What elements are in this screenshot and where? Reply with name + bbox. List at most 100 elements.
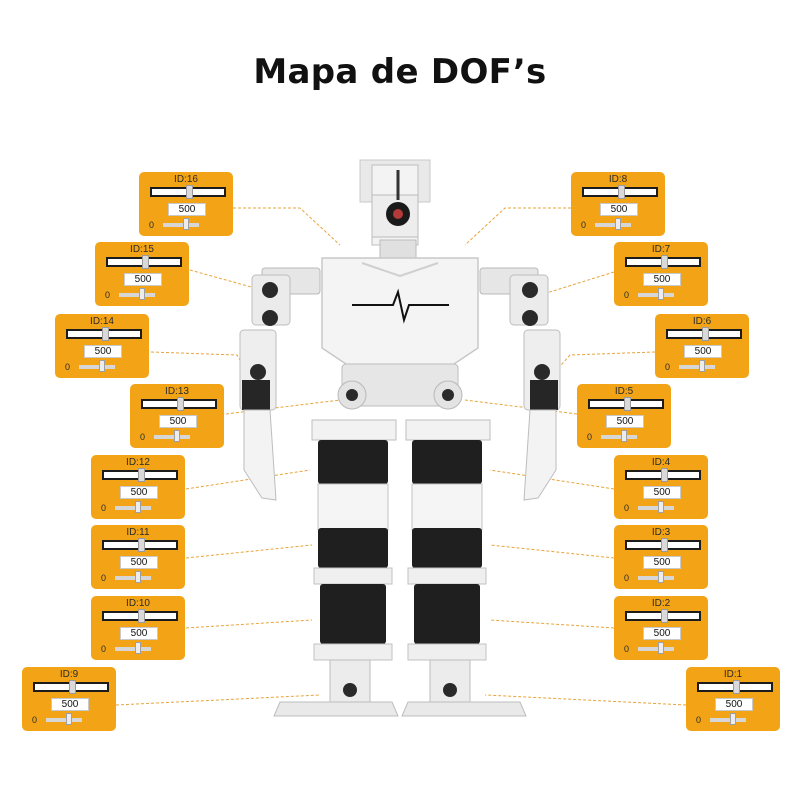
slider-handle[interactable] [177, 397, 184, 411]
mini-slider[interactable] [119, 293, 155, 297]
min-label: 0 [624, 503, 630, 513]
slider-handle[interactable] [142, 255, 149, 269]
mini-slider-handle[interactable] [183, 218, 189, 230]
leader-3 [489, 544, 615, 559]
min-label: 0 [140, 432, 146, 442]
slider-handle[interactable] [661, 255, 668, 269]
mini-slider[interactable] [679, 365, 715, 369]
value-field[interactable]: 500 [684, 345, 722, 358]
value-field[interactable]: 500 [643, 556, 681, 569]
leader-4 [489, 469, 615, 490]
mini-slider[interactable] [163, 223, 199, 227]
servo-panel-16: ID:16 500 0 [139, 172, 233, 236]
mini-slider-handle[interactable] [615, 218, 621, 230]
mini-slider[interactable] [115, 576, 151, 580]
mini-slider[interactable] [595, 223, 631, 227]
value-field[interactable]: 500 [606, 415, 644, 428]
servo-id: ID:8 [608, 174, 628, 185]
mini-slider[interactable] [115, 506, 151, 510]
min-label: 0 [32, 715, 38, 725]
robot-head [359, 159, 431, 259]
mini-slider[interactable] [638, 647, 674, 651]
value-field[interactable]: 500 [600, 203, 638, 216]
slider-handle[interactable] [138, 609, 145, 623]
min-label: 0 [149, 220, 155, 230]
mini-slider[interactable] [601, 435, 637, 439]
value-field[interactable]: 500 [84, 345, 122, 358]
mini-slider[interactable] [46, 718, 82, 722]
min-label: 0 [624, 644, 630, 654]
min-label: 0 [101, 644, 107, 654]
mini-slider-handle[interactable] [135, 642, 141, 654]
value-field[interactable]: 500 [643, 273, 681, 286]
slider-handle[interactable] [702, 327, 709, 341]
servo-panel-9: ID:9 500 0 [22, 667, 116, 731]
slider-handle[interactable] [102, 327, 109, 341]
slider-handle[interactable] [69, 680, 76, 694]
leader-14 [150, 351, 248, 373]
servo-panel-13: ID:13 500 0 [130, 384, 224, 448]
robot-arm-left [239, 267, 321, 501]
servo-id: ID:15 [130, 244, 154, 255]
leader-15 [189, 269, 263, 291]
leader-6 [554, 351, 656, 373]
leader-10 [185, 619, 313, 629]
mini-slider[interactable] [638, 293, 674, 297]
value-field[interactable]: 500 [643, 486, 681, 499]
slider-handle[interactable] [624, 397, 631, 411]
mini-slider-handle[interactable] [658, 642, 664, 654]
leader-5 [464, 399, 578, 415]
servo-id: ID:14 [90, 316, 114, 327]
slider-handle[interactable] [618, 185, 625, 199]
mini-slider-handle[interactable] [621, 430, 627, 442]
servo-panel-3: ID:3 500 0 [614, 525, 708, 589]
mini-slider-handle[interactable] [699, 360, 705, 372]
value-field[interactable]: 500 [159, 415, 197, 428]
leader-13 [225, 399, 341, 415]
slider-handle[interactable] [138, 468, 145, 482]
min-label: 0 [65, 362, 71, 372]
slider-handle[interactable] [661, 468, 668, 482]
mini-slider[interactable] [638, 576, 674, 580]
leader-16 [233, 207, 341, 246]
value-field[interactable]: 500 [120, 627, 158, 640]
mini-slider-handle[interactable] [658, 288, 664, 300]
servo-panel-15: ID:15 500 0 [95, 242, 189, 306]
mini-slider-handle[interactable] [658, 571, 664, 583]
slider-handle[interactable] [661, 538, 668, 552]
mini-slider-handle[interactable] [135, 571, 141, 583]
mini-slider-handle[interactable] [99, 360, 105, 372]
mini-slider[interactable] [79, 365, 115, 369]
mini-slider[interactable] [710, 718, 746, 722]
mini-slider[interactable] [115, 647, 151, 651]
slider-handle[interactable] [186, 185, 193, 199]
slider-handle[interactable] [733, 680, 740, 694]
servo-id: ID:11 [126, 527, 150, 538]
mini-slider[interactable] [154, 435, 190, 439]
mini-slider-handle[interactable] [174, 430, 180, 442]
leader-2 [489, 619, 615, 629]
value-field[interactable]: 500 [643, 627, 681, 640]
value-field[interactable]: 500 [51, 698, 89, 711]
mini-slider-handle[interactable] [139, 288, 145, 300]
value-field[interactable]: 500 [120, 556, 158, 569]
servo-id: ID:3 [651, 527, 671, 538]
min-label: 0 [101, 573, 107, 583]
mini-slider-handle[interactable] [66, 713, 72, 725]
diagram-title: Mapa de DOF’s [253, 52, 547, 92]
value-field[interactable]: 500 [715, 698, 753, 711]
mini-slider-handle[interactable] [135, 501, 141, 513]
value-field[interactable]: 500 [124, 273, 162, 286]
mini-slider-handle[interactable] [658, 501, 664, 513]
min-label: 0 [101, 503, 107, 513]
value-field[interactable]: 500 [120, 486, 158, 499]
slider-handle[interactable] [138, 538, 145, 552]
servo-panel-4: ID:4 500 0 [614, 455, 708, 519]
mini-slider-handle[interactable] [730, 713, 736, 725]
servo-panel-10: ID:10 500 0 [91, 596, 185, 660]
mini-slider[interactable] [638, 506, 674, 510]
slider-handle[interactable] [661, 609, 668, 623]
min-label: 0 [696, 715, 702, 725]
min-label: 0 [587, 432, 593, 442]
value-field[interactable]: 500 [168, 203, 206, 216]
